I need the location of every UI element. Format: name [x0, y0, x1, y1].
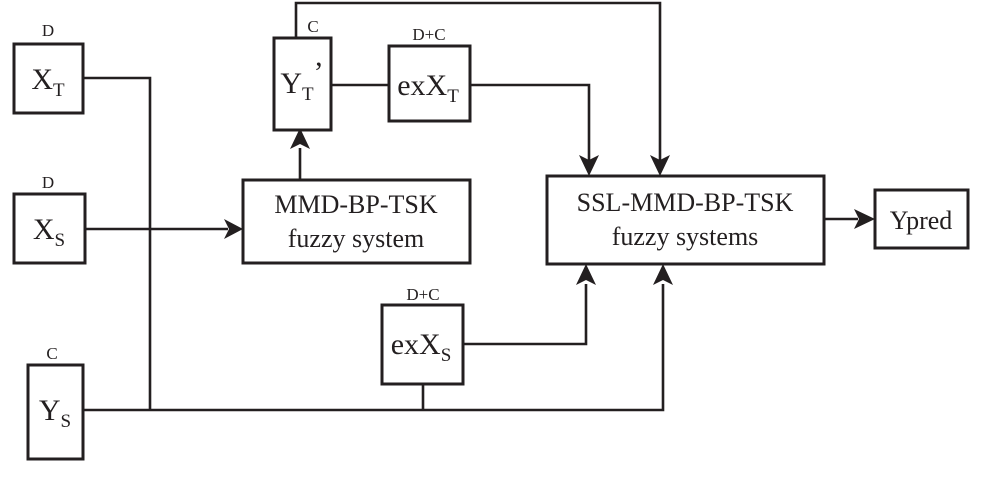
- connector-exxs-ssl: [463, 284, 588, 346]
- node-mmd: [241, 178, 472, 265]
- dim-label-xt: D: [42, 21, 54, 40]
- node-exxs: [380, 303, 465, 386]
- arrowhead-ytp-to-ssl: [650, 155, 670, 176]
- node-xt: [12, 42, 85, 115]
- node-ytp: [272, 36, 333, 132]
- connectors: [83, 1, 858, 412]
- arrowheads: [224, 128, 875, 285]
- label-ssl-line2: fuzzy systems: [612, 222, 759, 251]
- node-ys: [26, 363, 85, 461]
- label-ys: YS: [39, 394, 71, 432]
- label-xt: XT: [31, 63, 65, 101]
- node-labels: XT XS YS YT’ exXT exXS MMD-BP-TSK fuzzy …: [31, 56, 952, 432]
- dim-label-exxs: D+C: [406, 285, 439, 304]
- label-exxs: exXS: [391, 328, 452, 366]
- node-exxt: [387, 44, 472, 123]
- boxes: [12, 36, 970, 461]
- label-mmd-line2: fuzzy system: [288, 224, 424, 253]
- arrowhead-ys-to-ssl: [653, 264, 673, 285]
- connector-xt-bus: [83, 76, 152, 410]
- label-exxt: exXT: [397, 69, 459, 107]
- node-ypred: [873, 188, 970, 250]
- connector-ytp-ssl-top: [294, 1, 662, 160]
- label-ytp: YT’: [280, 56, 323, 105]
- connector-ys-bus: [83, 284, 665, 412]
- connector-exxt-ssl: [470, 83, 591, 160]
- dim-label-exxt: D+C: [412, 25, 445, 44]
- label-ypred: Ypred: [890, 206, 953, 235]
- arrowhead-to-ypred: [854, 209, 875, 229]
- dim-label-ytp: C: [307, 17, 318, 36]
- arrowhead-exxt-to-ssl: [579, 155, 599, 176]
- dim-label-ys: C: [46, 344, 57, 363]
- dimension-labels: D D C C D+C D+C: [42, 17, 446, 363]
- label-xs: XS: [33, 213, 65, 251]
- arrowhead-to-mmd: [224, 219, 243, 239]
- dim-label-xs: D: [42, 173, 54, 192]
- node-ssl: [545, 174, 826, 266]
- label-ssl-line1: SSL-MMD-BP-TSK: [577, 188, 794, 217]
- label-mmd-line1: MMD-BP-TSK: [274, 190, 437, 219]
- node-xs: [12, 192, 87, 265]
- arrowhead-to-ytp: [290, 128, 310, 149]
- arrowhead-exxs-to-ssl: [576, 264, 596, 285]
